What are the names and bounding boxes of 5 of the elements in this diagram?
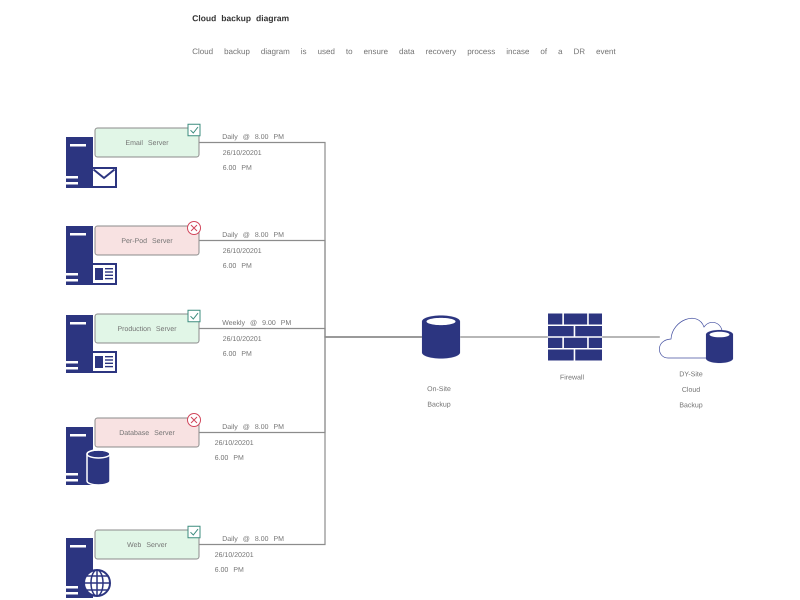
title: Cloud backup diagram xyxy=(192,15,289,23)
caption: Cloud backup diagram is used to ensure data recovery process incase of a DR event xyxy=(192,48,616,56)
connector-line xyxy=(200,336,422,546)
connector-line xyxy=(602,336,660,338)
connector-line xyxy=(460,336,548,338)
